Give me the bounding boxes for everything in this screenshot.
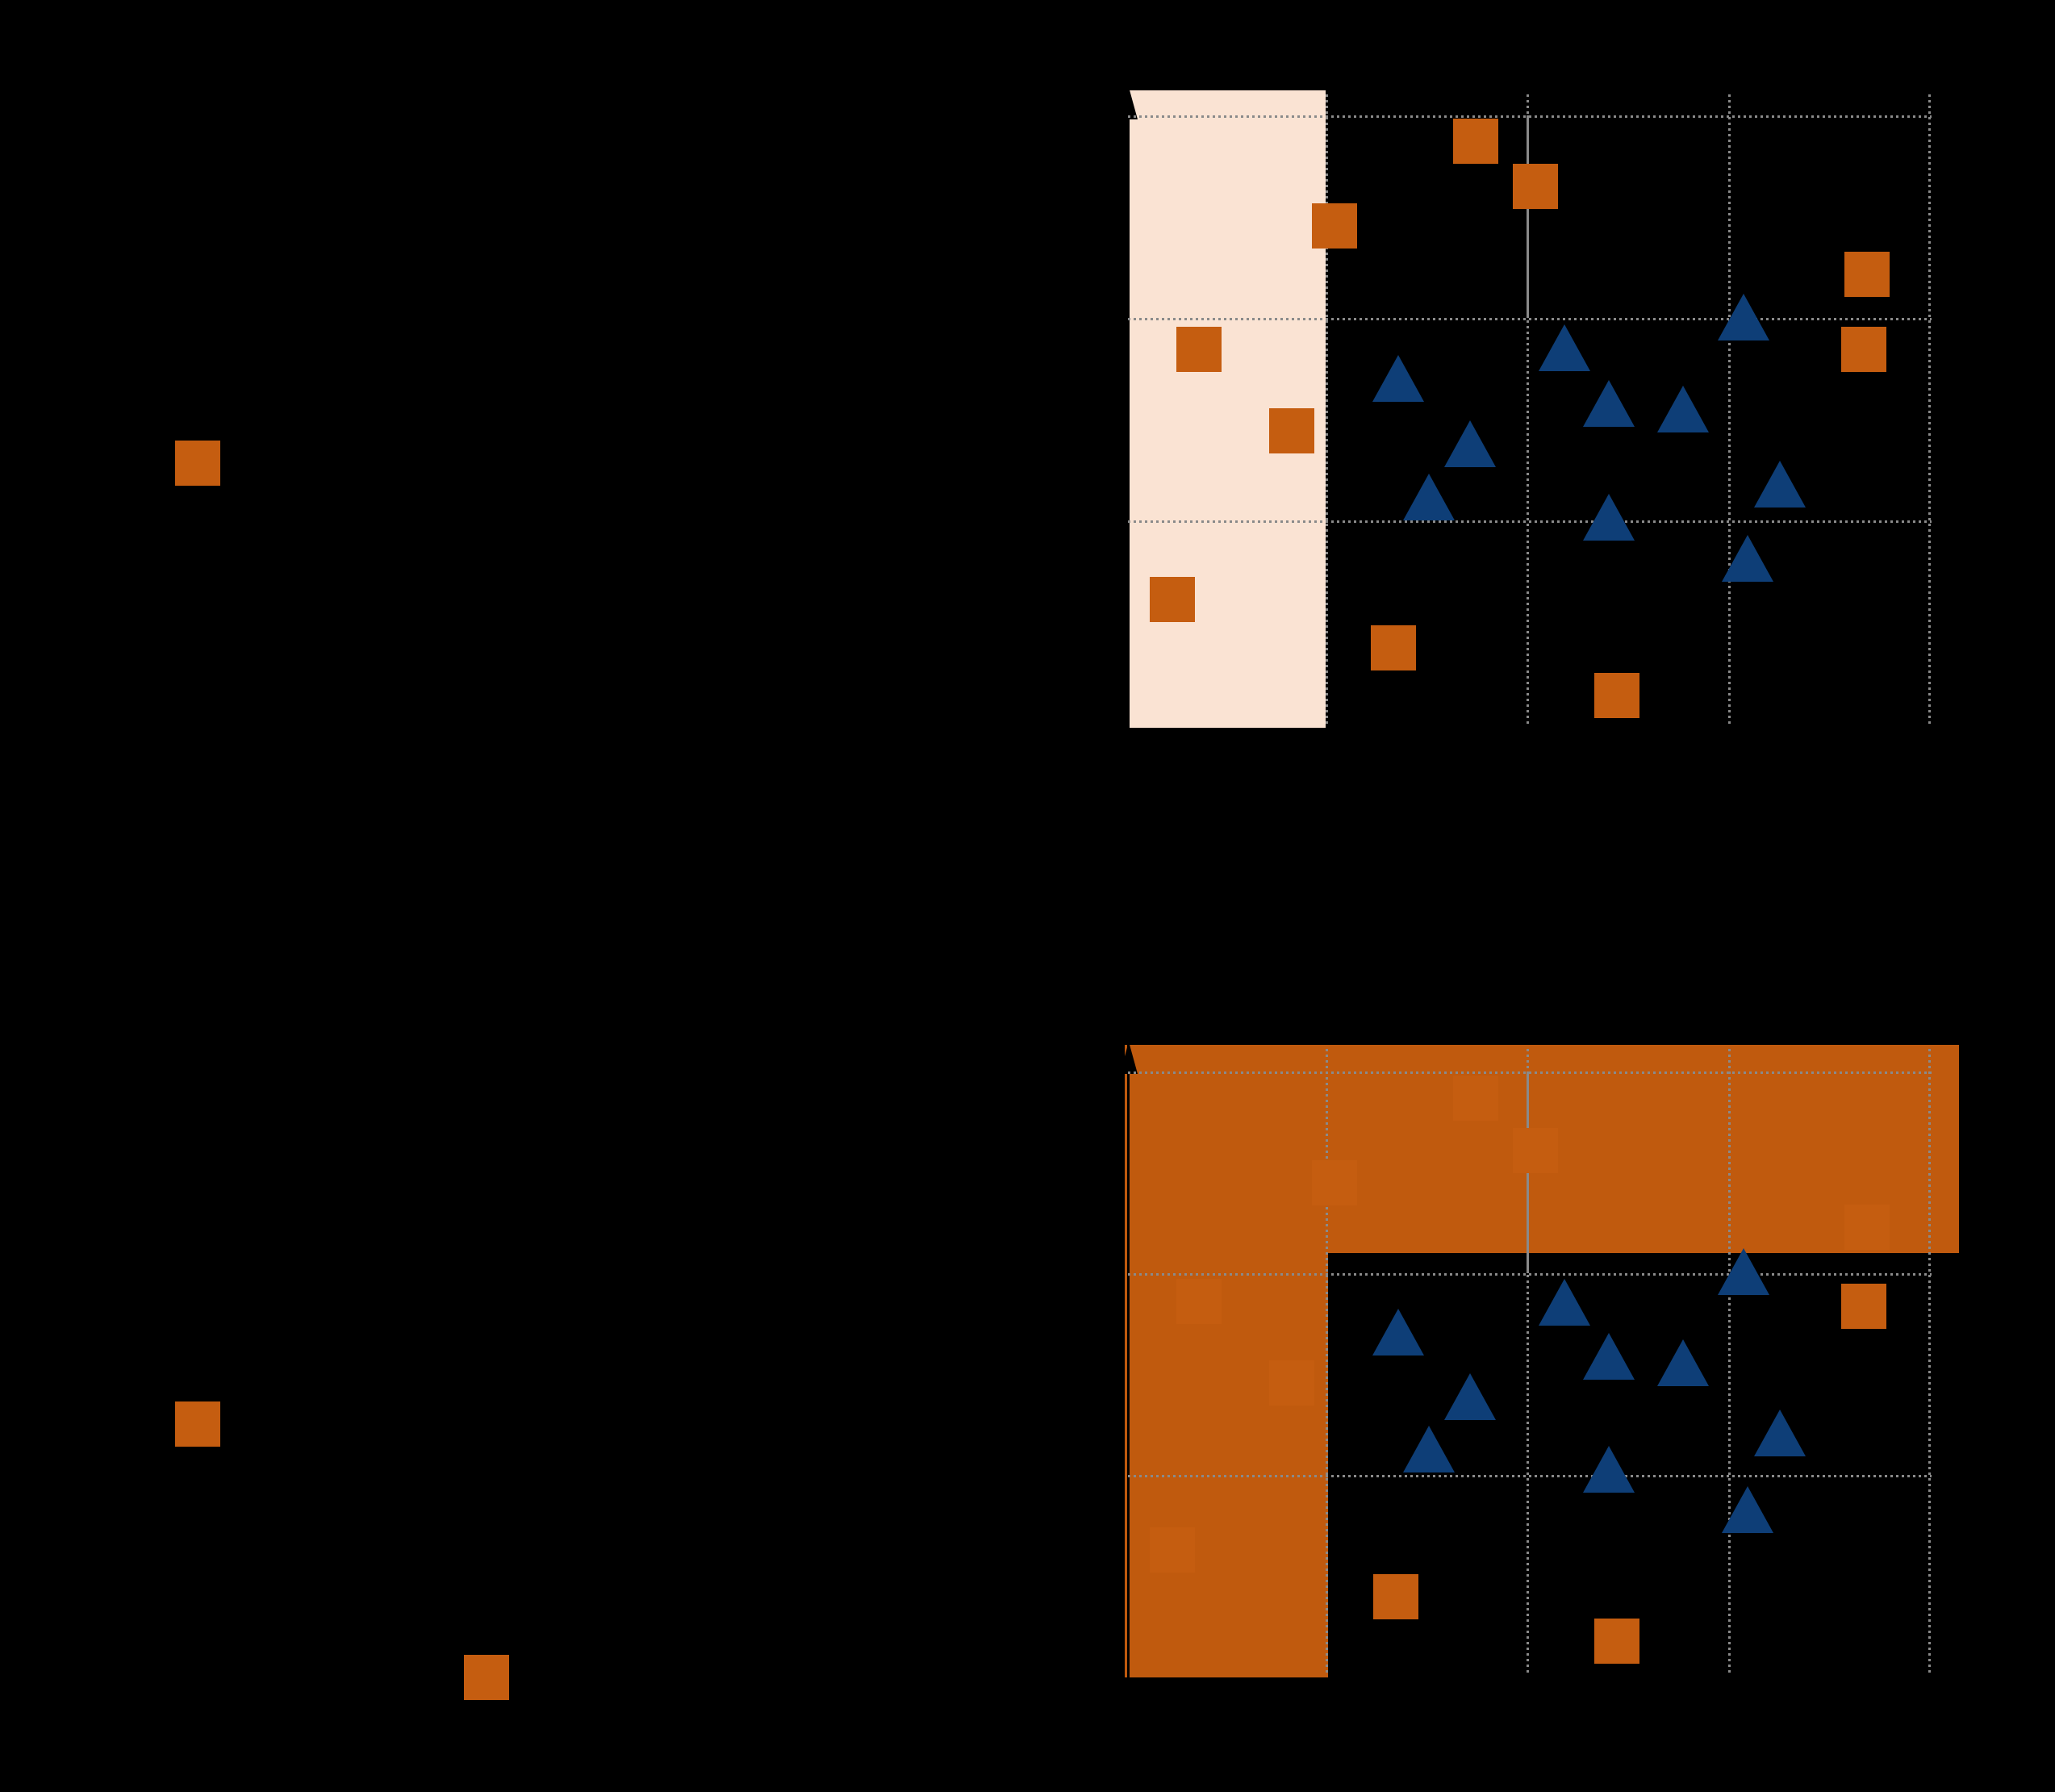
- top-scatter-gridline-horizontal: [1128, 115, 1932, 118]
- bottom-scatter-square-marker: [1150, 1527, 1195, 1573]
- bottom-scatter-triangle-marker: [1583, 1446, 1635, 1493]
- top-scatter-triangle-marker: [1372, 355, 1424, 402]
- top-scatter-triangle-marker: [1722, 535, 1773, 582]
- bottom-scatter-triangle-marker: [1722, 1486, 1773, 1533]
- top-scatter-gridline-horizontal: [1128, 520, 1932, 523]
- top-scatter-square-marker: [1150, 577, 1195, 622]
- top-scatter-square-marker: [1844, 252, 1890, 297]
- top-scatter-square-marker: [1269, 408, 1314, 453]
- top-scatter-square-marker: [1513, 164, 1558, 209]
- bottom-scatter-square-marker: [1373, 1574, 1418, 1619]
- bottom-tree-leaf-square-marker: [464, 1655, 509, 1700]
- bottom-scatter-square-marker: [1594, 1619, 1639, 1664]
- bottom-scatter-square-marker: [1312, 1160, 1357, 1205]
- top-scatter-square-marker: [1841, 327, 1886, 372]
- bottom-scatter-square-marker: [1269, 1360, 1314, 1406]
- bottom-scatter-gridline-vertical: [1326, 1049, 1328, 1674]
- bottom-scatter-gridline-vertical: [1527, 1049, 1529, 1674]
- top-scatter-square-marker: [1594, 673, 1639, 718]
- top-scatter-gridline-vertical: [1928, 94, 1931, 725]
- top-scatter-triangle-marker: [1754, 461, 1806, 508]
- bottom-scatter-triangle-marker: [1444, 1373, 1496, 1420]
- top-scatter-triangle-marker: [1718, 294, 1769, 340]
- bottom-scatter-triangle-marker: [1583, 1333, 1635, 1380]
- bottom-scatter-triangle-marker: [1754, 1410, 1806, 1456]
- top-scatter-triangle-marker: [1657, 386, 1709, 432]
- top-scatter-square-marker: [1453, 119, 1498, 164]
- bottom-tree-leaf-square-marker: [175, 1401, 220, 1447]
- top-scatter-square-marker: [1312, 203, 1357, 249]
- top-tree-leaf-square-marker: [175, 441, 220, 486]
- bottom-scatter-square-marker: [1453, 1076, 1498, 1121]
- bottom-scatter-square-marker: [1844, 1205, 1890, 1250]
- bottom-scatter-square-marker: [1513, 1128, 1558, 1173]
- bottom-scatter-square-marker: [1176, 1279, 1222, 1324]
- bottom-scatter-gridline-vertical: [1728, 1049, 1731, 1674]
- top-scatter-y-axis-arrow-icon: [1120, 87, 1138, 119]
- bottom-scatter-triangle-marker: [1657, 1339, 1709, 1386]
- bottom-scatter-gridline-horizontal: [1128, 1273, 1932, 1276]
- bottom-scatter-triangle-marker: [1539, 1279, 1590, 1326]
- top-scatter-threshold-line: [1527, 115, 1529, 318]
- bottom-scatter-y-axis-line: [1127, 1045, 1130, 1677]
- top-scatter-triangle-marker: [1583, 494, 1635, 541]
- top-scatter-gridline-horizontal: [1128, 318, 1932, 320]
- top-scatter-gridline-vertical: [1527, 94, 1529, 725]
- bottom-scatter-triangle-marker: [1372, 1309, 1424, 1355]
- bottom-scatter-triangle-marker: [1403, 1426, 1455, 1472]
- top-scatter-triangle-marker: [1583, 380, 1635, 427]
- bottom-scatter-gridline-horizontal: [1128, 1475, 1932, 1477]
- top-scatter-triangle-marker: [1539, 324, 1590, 371]
- top-scatter-triangle-marker: [1403, 474, 1455, 520]
- bottom-scatter-triangle-marker: [1718, 1248, 1769, 1295]
- top-scatter-triangle-marker: [1444, 420, 1496, 467]
- top-scatter-square-marker: [1176, 327, 1222, 372]
- top-scatter-y-axis-line: [1127, 90, 1130, 728]
- bottom-scatter-y-axis-arrow-icon: [1120, 1042, 1138, 1074]
- bottom-scatter-gridline-horizontal: [1128, 1071, 1932, 1074]
- bottom-scatter-gridline-vertical: [1928, 1049, 1931, 1674]
- bottom-scatter-square-marker: [1841, 1284, 1886, 1329]
- top-scatter-square-marker: [1371, 625, 1416, 670]
- top-scatter-gridline-vertical: [1326, 94, 1328, 725]
- top-scatter-gridline-vertical: [1728, 94, 1731, 725]
